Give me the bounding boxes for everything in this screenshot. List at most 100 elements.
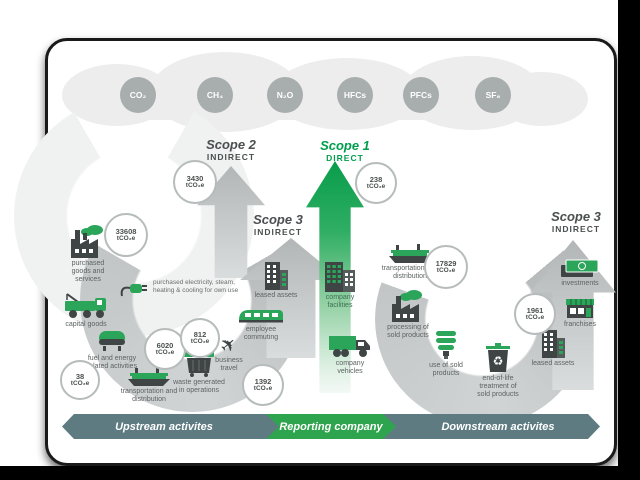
item-transportation-downstream: transportation and distribution [379,243,441,281]
item-company-facilities: company facilities [312,260,368,310]
unit: tCO₂e [366,182,386,190]
item-label: employee commuting [243,326,279,342]
waste-value-bubble: 812 tCO₂e [180,318,220,358]
ship-icon [128,367,170,386]
gas-label: HFCs [343,90,367,100]
scope3-right-header: Scope 3 INDIRECT [539,209,613,234]
item-label: company vehicles [335,360,365,376]
item-label: purchased goods and services [71,260,105,284]
scope2-title: Scope 2 [206,137,256,152]
downstream-banner-label: Downstream activites [441,420,555,433]
franchises-value-bubble: 1961 tCO₂e [514,293,556,335]
ship-icon [389,244,431,263]
unit: tCO₂e [185,181,205,189]
value: 1961 [526,305,544,315]
item-company-vehicles: company vehicles [325,334,375,376]
factory-icon [71,225,103,258]
cfl-bulb-icon [436,331,456,359]
scope2-value-bubble: 3430 tCO₂e [173,160,217,204]
scope1-subtitle: DIRECT [326,153,364,163]
item-purchased-goods: purchased goods and services [58,224,118,284]
gas-label: CO₂ [129,90,147,100]
item-capital-goods: capital goods [56,292,116,329]
item-label: processing of sold products [387,324,429,340]
unit: tCO₂e [155,348,175,356]
building-icon [264,262,288,290]
item-leased-assets-downstream: leased assets [524,328,582,368]
unit: tCO₂e [525,313,545,321]
truck-icon [329,336,370,357]
purchased-goods-value-bubble: 33608 tCO₂e [104,213,148,257]
scope3-left-header: Scope 3 INDIRECT [242,212,314,237]
value: 812 [193,329,207,339]
item-label: transportation and distribution [381,265,439,281]
item-label: business travel [215,357,243,373]
factory-icon [392,290,422,322]
unit: tCO₂e [190,337,210,345]
value: 6020 [156,340,174,350]
item-label: leased assets [531,360,575,367]
item-processing-sold-products: processing of sold products [378,290,438,340]
value: 1392 [254,376,272,386]
crane-truck-icon [65,293,106,318]
item-label: waste generated in operations [173,379,225,395]
item-label: leased assets [254,292,298,299]
value: 238 [369,174,383,184]
item-business-travel: ✈ business travel [202,332,256,373]
item-label: transportation and distribution [120,388,178,404]
item-leased-assets-upstream: leased assets [246,260,306,300]
item-transportation-upstream: transportation and distribution [118,366,180,404]
item-use-of-sold-products: use of sold products [420,330,472,378]
unit: tCO₂e [436,266,456,274]
value: 3430 [186,173,204,183]
item-label: end-of-life treatment of sold products [477,375,519,399]
gas-label: CH₄ [206,90,224,100]
office-buildings-icon [325,262,355,292]
gas-label: SF₆ [485,90,501,100]
transportation-value-bubble: 6020 tCO₂e [144,328,186,370]
item-employee-commuting: employee commuting [232,306,290,342]
building-icon [541,330,565,358]
value: 38 [75,371,85,381]
item-label: company facilities [325,294,355,310]
downstream-banner-section: Downstream activites [396,414,600,439]
scope2-subtitle: INDIRECT [206,152,256,162]
value: 17829 [435,258,457,268]
scope3-left-subtitle: INDIRECT [253,227,303,237]
business-travel-value-bubble: 1392 tCO₂e [242,364,284,406]
scope2-header: Scope 2 INDIRECT [194,137,268,162]
storefront-icon [566,299,594,318]
scope3-right-subtitle: INDIRECT [551,224,601,234]
gas-ch4: CH₄ [197,77,233,113]
item-end-of-life: ♻ end-of-life treatment of sold products [469,342,527,399]
scope3-left-title: Scope 3 [253,212,303,227]
reporting-company-chevron: Reporting company [266,414,396,439]
scope1-header: Scope 1 DIRECT [308,138,382,163]
fuel-tank-icon [99,331,125,351]
plug-icon [120,284,147,297]
banknotes-icon [561,259,599,277]
item-label: investments [561,280,599,287]
gas-sf6: SF₆ [475,77,511,113]
reporting-company-label: Reporting company [279,420,383,433]
train-icon [239,310,283,323]
unit: tCO₂e [116,234,136,242]
unit: tCO₂e [70,379,90,387]
downstream-transportation-value-bubble: 17829 tCO₂e [424,245,468,289]
item-franchises: franchises [552,296,608,329]
fuel-energy-value-bubble: 38 tCO₂e [60,360,100,400]
recycle-bin-icon: ♻ [486,343,510,372]
upstream-banner-section: Upstream activites [62,414,266,439]
item-label: fuel and energy related activities [86,355,138,371]
item-investments: investments [552,258,608,288]
gas-label: N₂O [276,90,294,100]
scope1-title: Scope 1 [320,138,370,153]
unit: tCO₂e [253,384,273,392]
activity-banner: Upstream activites Reporting company Dow… [62,414,600,439]
scope3-right-title: Scope 3 [551,209,601,224]
item-fuel-energy: fuel and energy related activities [82,328,142,371]
svg-text:♻: ♻ [493,354,504,368]
gas-label: PFCs [410,90,432,100]
purchased-electricity-note: purchased electricity, steam, heating & … [153,279,239,294]
